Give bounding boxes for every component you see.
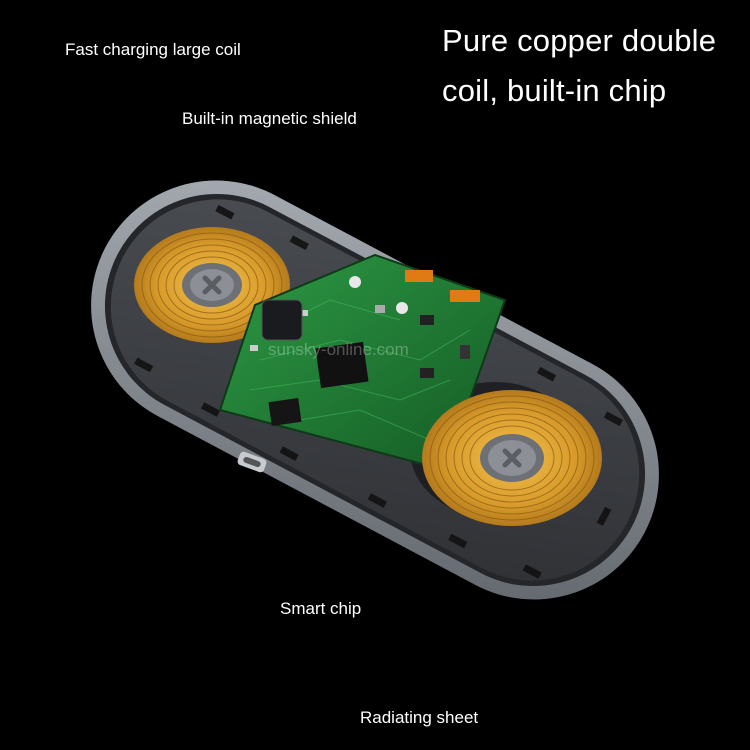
callout-smart-chip: Smart chip bbox=[280, 599, 362, 618]
callout-radiating-sheet: Radiating sheet bbox=[360, 708, 479, 727]
headline-line-2: coil, built-in chip bbox=[442, 73, 667, 108]
headline: Pure copper double coil, built-in chip bbox=[442, 16, 742, 116]
callout-magnetic-shield: Built-in magnetic shield bbox=[182, 109, 357, 128]
smart-chip bbox=[315, 341, 369, 389]
watermark: sunsky-online.com bbox=[268, 340, 409, 359]
headline-line-1: Pure copper double bbox=[442, 23, 717, 58]
callout-fast-charging-coil: Fast charging large coil bbox=[65, 40, 241, 59]
right-coil bbox=[422, 390, 602, 526]
